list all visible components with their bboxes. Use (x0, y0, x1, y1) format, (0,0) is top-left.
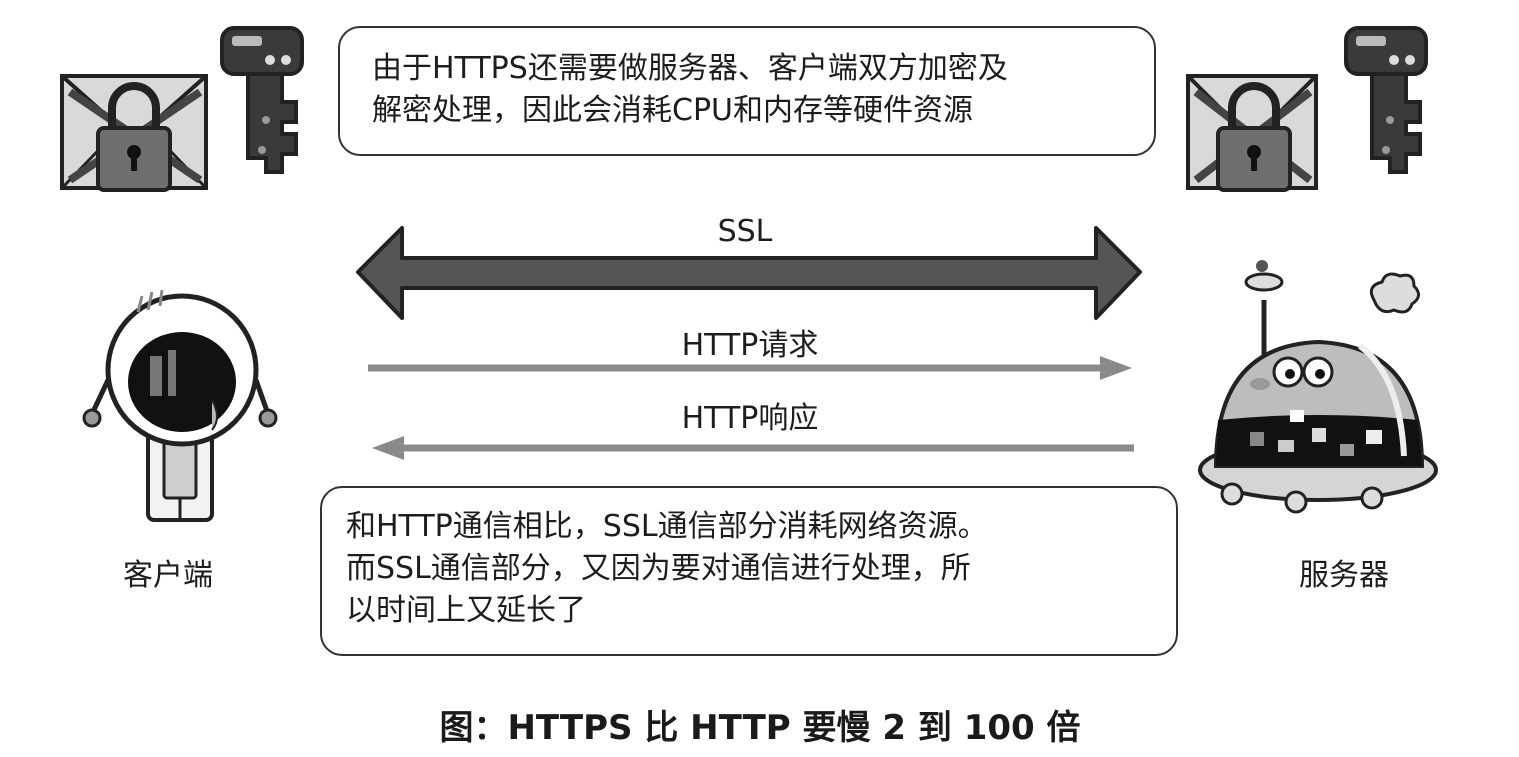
server-padlock-icon (1216, 82, 1292, 192)
client-label: 客户端 (123, 558, 213, 593)
server-robot-icon (1198, 260, 1438, 514)
ssl-double-arrow (356, 226, 1142, 320)
hardware-cost-callout-line-1: 由于HTTPS还需要做服务器、客户端双方加密及 (372, 51, 1008, 86)
server-label: 服务器 (1299, 558, 1389, 593)
network-cost-callout-line-2: 而SSL通信部分，又因为要对通信进行处理，所 (346, 551, 971, 586)
http-response-label: HTTP响应 (681, 401, 819, 436)
client-key-icon (220, 26, 304, 174)
client-encryption-icon (60, 26, 304, 192)
network-cost-callout-line-3: 以时间上又延长了 (346, 593, 586, 628)
server-encryption-icon (1186, 26, 1428, 192)
http-response-arrow (372, 436, 1134, 460)
http-request-label: HTTP请求 (681, 328, 819, 363)
server-key-icon (1344, 26, 1428, 174)
client-padlock-icon (96, 82, 172, 192)
figure-caption: 图：HTTPS 比 HTTP 要慢 2 到 100 倍 (439, 708, 1081, 748)
network-cost-callout: 和HTTP通信相比，SSL通信部分消耗网络资源。 而SSL通信部分，又因为要对通… (320, 486, 1178, 656)
network-cost-callout-line-1: 和HTTP通信相比，SSL通信部分消耗网络资源。 (346, 509, 988, 544)
http-request-arrow (368, 356, 1132, 380)
client-robot-icon (82, 289, 278, 522)
ssl-arrow-label: SSL (717, 214, 773, 249)
hardware-cost-callout: 由于HTTPS还需要做服务器、客户端双方加密及 解密处理，因此会消耗CPU和内存… (338, 26, 1156, 156)
hardware-cost-callout-line-2: 解密处理，因此会消耗CPU和内存等硬件资源 (372, 93, 973, 128)
